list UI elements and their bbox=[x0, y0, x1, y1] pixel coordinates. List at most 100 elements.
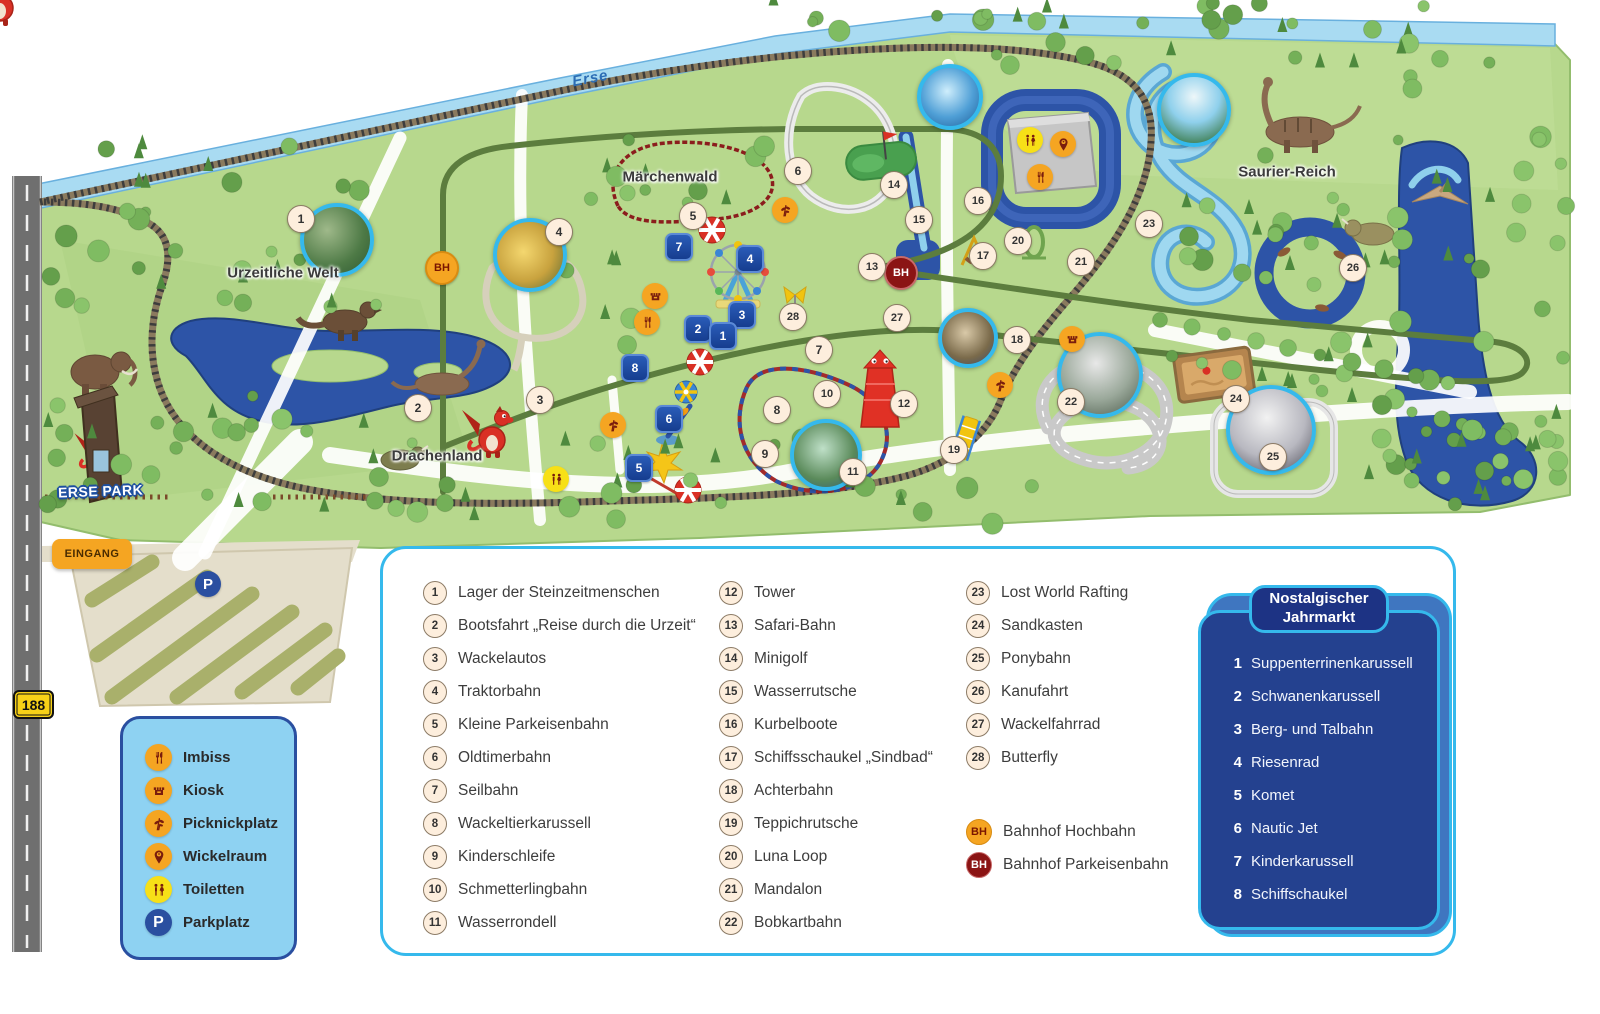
map-jahrmarkt-marker-5: 5 bbox=[625, 454, 653, 482]
legend-item-number: 24 bbox=[966, 614, 990, 638]
legend-item-number: 22 bbox=[719, 911, 743, 935]
map-marker-22: 22 bbox=[1057, 388, 1085, 416]
map-marker-17: 17 bbox=[969, 242, 997, 270]
area-label-saurier-reich: Saurier-Reich bbox=[1238, 163, 1336, 181]
legend-item-label: Lager der Steinzeitmenschen bbox=[458, 584, 660, 601]
sauropod-right bbox=[1261, 77, 1362, 153]
legend-item-number: 8 bbox=[423, 812, 447, 836]
legend-item-label: Schmetterlingbahn bbox=[458, 881, 588, 898]
map-marker-20: 20 bbox=[1004, 227, 1032, 255]
legend-item-label: Traktorbahn bbox=[458, 683, 541, 700]
legend-item-label: Mandalon bbox=[754, 881, 823, 898]
map-marker-4: 4 bbox=[545, 218, 573, 246]
map-kiosk-icon bbox=[1059, 326, 1085, 352]
map-picknickplatz-icon bbox=[772, 197, 798, 223]
map-marker-26: 26 bbox=[1339, 254, 1367, 282]
map-marker-5: 5 bbox=[679, 202, 707, 230]
facility-item-wickelraum: Wickelraum bbox=[145, 843, 294, 870]
legend-item-label: Wackelfahrrad bbox=[1001, 716, 1101, 733]
legend-item-number: 17 bbox=[719, 746, 743, 770]
map-picknickplatz-icon bbox=[987, 372, 1013, 398]
jahrmarkt-item-label: Riesenrad bbox=[1251, 753, 1320, 771]
area-label-maerchenwald: Märchenwald bbox=[622, 168, 718, 186]
legend-item-1: 1 Lager der Steinzeitmenschen bbox=[423, 581, 696, 605]
map-marker-13: 13 bbox=[858, 253, 886, 281]
facility-label: Parkplatz bbox=[183, 914, 250, 931]
legend-item-number: 18 bbox=[719, 779, 743, 803]
legend-item-number: 26 bbox=[966, 680, 990, 704]
picknickplatz-icon bbox=[145, 810, 172, 837]
legend-item-label: Ponybahn bbox=[1001, 650, 1071, 667]
map-toiletten-icon bbox=[543, 466, 569, 492]
map-parkplatz-icon: P bbox=[195, 571, 221, 597]
erse-park-logo: ERSE PARK bbox=[57, 481, 144, 501]
map-toiletten-icon bbox=[1017, 127, 1043, 153]
legend-item-number: 12 bbox=[719, 581, 743, 605]
legend-item-number: 1 bbox=[423, 581, 447, 605]
legend-item-number: 16 bbox=[719, 713, 743, 737]
legend-item-label: Wasserrutsche bbox=[754, 683, 857, 700]
jahrmarkt-panel-body bbox=[1198, 610, 1440, 930]
map-marker-14: 14 bbox=[880, 171, 908, 199]
legend-item-label: Bootsfahrt „Reise durch die Urzeit“ bbox=[458, 617, 696, 634]
jahrmarkt-item-label: Komet bbox=[1251, 786, 1295, 804]
legend-item-5: 5 Kleine Parkeisenbahn bbox=[423, 713, 696, 737]
facility-label: Toiletten bbox=[183, 881, 245, 898]
map-marker-2: 2 bbox=[404, 394, 432, 422]
map-jahrmarkt-marker-6: 6 bbox=[655, 405, 683, 433]
legend-item-label: Tower bbox=[754, 584, 796, 601]
map-marker-19: 19 bbox=[940, 436, 968, 464]
map-marker-15: 15 bbox=[905, 206, 933, 234]
legend-item-number: 14 bbox=[719, 647, 743, 671]
road-188-sign: 188 bbox=[13, 690, 54, 719]
legend-item-number: 5 bbox=[423, 713, 447, 737]
photo-inset bbox=[1157, 73, 1231, 147]
wickelraum-icon bbox=[145, 843, 172, 870]
map-jahrmarkt-marker-4: 4 bbox=[736, 245, 764, 273]
map-marker-6: 6 bbox=[784, 157, 812, 185]
map-marker-25: 25 bbox=[1259, 443, 1287, 471]
legend-item-label: Kleine Parkeisenbahn bbox=[458, 716, 609, 733]
jahrmarkt-item-number: 7 bbox=[1233, 852, 1242, 870]
map-marker-23: 23 bbox=[1135, 210, 1163, 238]
map-kiosk-icon bbox=[642, 283, 668, 309]
triceratops-right bbox=[1341, 218, 1395, 246]
map-jahrmarkt-marker-1: 1 bbox=[709, 322, 737, 350]
legend-item-number: 6 bbox=[423, 746, 447, 770]
facility-label: Kiosk bbox=[183, 782, 224, 799]
legend-item-number: 7 bbox=[423, 779, 447, 803]
jahrmarkt-item-number: 6 bbox=[1233, 819, 1242, 837]
legend-item-label: Oldtimerbahn bbox=[458, 749, 552, 766]
map-wickelraum-icon bbox=[1050, 131, 1076, 157]
photo-inset bbox=[938, 308, 998, 368]
jahrmarkt-item-number: 2 bbox=[1233, 687, 1242, 705]
